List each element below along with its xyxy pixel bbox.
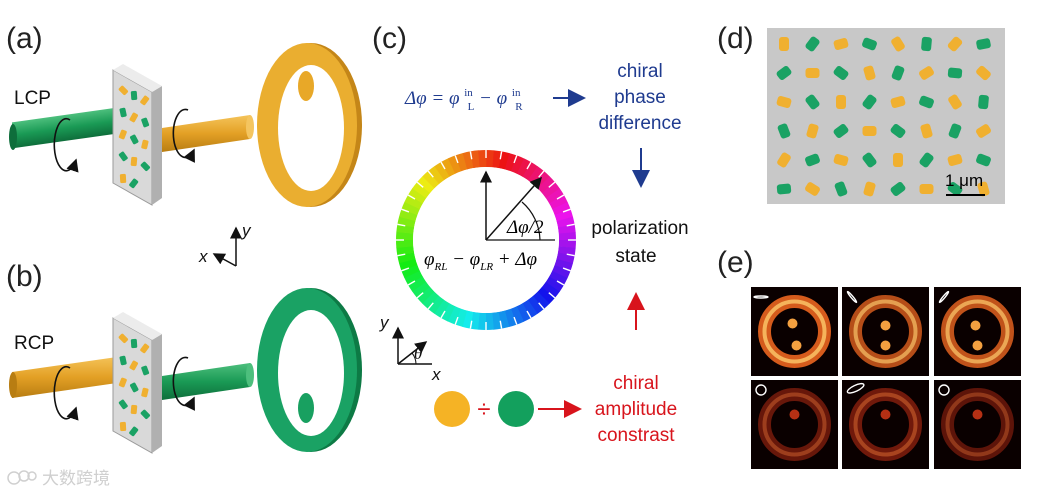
panel-d-label: (d) — [717, 22, 754, 55]
chiral-amplitude-line1: chiral — [613, 373, 658, 394]
equation-lhs: Δφ = φ — [404, 88, 460, 109]
scale-bar-label: 1 μm — [945, 171, 983, 190]
phase-equation: Δφ = φ in L − φ in R — [404, 80, 584, 115]
metasurface-plate-b — [113, 312, 162, 453]
axis-c-x: x — [431, 365, 441, 384]
watermark-text: 大数跨境 — [42, 469, 110, 489]
axis-x-label: x — [198, 247, 208, 266]
panel-e-label: (e) — [717, 246, 754, 279]
green-pillar — [777, 183, 792, 194]
orange-ring-output — [257, 43, 362, 207]
half-angle-label: Δφ/2 — [506, 217, 544, 238]
chiral-phase-line2: phase — [614, 87, 666, 108]
measured-image — [842, 380, 929, 469]
plate-pillar — [120, 174, 126, 183]
measured-image — [934, 380, 1021, 469]
plate-pillar — [120, 422, 126, 431]
axis-c-y: y — [379, 313, 390, 332]
chiral-amplitude-line3: constrast — [597, 425, 675, 446]
chiral-amplitude-text: chiral amplitude constrast — [595, 373, 677, 446]
svg-text:Δφ = φ in L: Δφ = φ in L − φ in R — [404, 80, 525, 115]
equation-sub2: R — [515, 101, 523, 113]
panel-a-label: (a) — [6, 22, 43, 55]
orange-pillar — [893, 153, 903, 167]
green-circle — [498, 391, 534, 427]
panel-b-label: (b) — [6, 260, 43, 293]
plate-pillar — [131, 339, 138, 348]
ring-phi: φ — [424, 249, 435, 270]
plate-pillar — [131, 157, 138, 166]
orange-pillar — [920, 184, 934, 194]
rcp-input-beam — [9, 356, 124, 398]
axis-c-theta: θ — [414, 344, 422, 363]
measured-image — [934, 287, 1021, 376]
chiral-amplitude-line2: amplitude — [595, 399, 677, 420]
ring-sub-lr: LR — [479, 261, 493, 273]
orange-pillar — [779, 37, 789, 51]
watermark-logo-icon — [8, 472, 20, 484]
equation-sup2: in — [512, 87, 521, 99]
chiral-phase-text: chiral phase difference — [598, 61, 681, 134]
orange-circle — [434, 391, 470, 427]
measured-images — [751, 287, 1021, 469]
orange-pillar — [863, 126, 877, 136]
measured-image — [751, 380, 838, 469]
polarization-line1: polarization — [591, 218, 688, 239]
panel-c-label: (c) — [372, 22, 407, 55]
rcp-label: RCP — [14, 333, 54, 354]
green-pillar — [921, 37, 932, 52]
lcp-label: LCP — [14, 88, 51, 109]
chiral-phase-line1: chiral — [617, 61, 662, 82]
green-pillar — [948, 67, 963, 78]
panel-b: (b) RCP — [6, 260, 362, 453]
orange-pillar — [836, 95, 846, 109]
plate-pillar — [131, 91, 138, 100]
orange-pillar — [806, 68, 820, 78]
panel-a: (a) LCP — [6, 22, 362, 207]
panel-c: (c) Δφ = φ in L − φ in R chiral phase di… — [372, 22, 689, 446]
axes-c: y x θ — [379, 313, 441, 384]
metasurface-plate-a — [113, 64, 162, 205]
ring-sub-rl: RL — [434, 261, 448, 273]
watermark: 大数跨境 — [8, 469, 110, 489]
lcp-input-beam — [9, 107, 124, 150]
chiral-phase-line3: difference — [598, 113, 681, 134]
equation-sub1: L — [468, 101, 475, 113]
measured-image — [842, 287, 929, 376]
equation-minus: − φ — [479, 88, 507, 109]
measured-image — [751, 287, 838, 376]
plate-pillar — [131, 405, 138, 414]
green-pillar — [978, 95, 989, 110]
ring-plus: + Δφ — [493, 249, 537, 270]
axis-y-label: y — [241, 221, 252, 240]
ring-minus-phi: − φ — [447, 249, 480, 270]
green-ring-output — [257, 288, 362, 452]
panel-e: (e) — [717, 246, 1021, 469]
panel-d: (d) 1 μm — [717, 22, 1005, 204]
divide-symbol: ÷ — [477, 396, 490, 423]
phase-color-ring: Δφ/2 φRL − φLR + Δφ — [396, 150, 576, 330]
equation-sup1: in — [464, 87, 473, 99]
axes-ab: y x — [198, 221, 252, 266]
polarization-line2: state — [615, 246, 656, 267]
